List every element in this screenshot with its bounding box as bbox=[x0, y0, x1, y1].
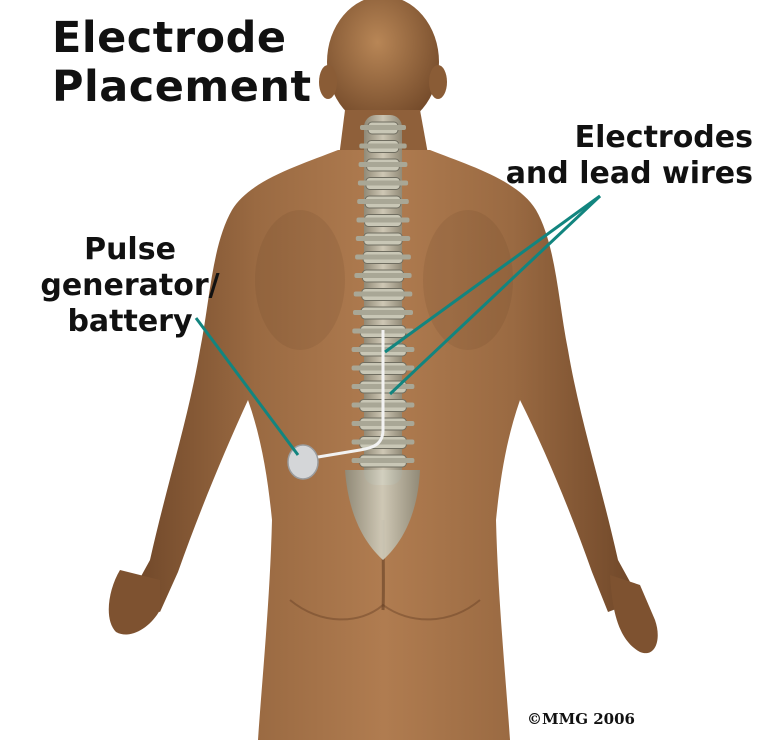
transverse-process bbox=[359, 144, 406, 149]
right-ear bbox=[429, 65, 447, 99]
title-line-2: Placement bbox=[52, 63, 312, 112]
pulse-label-line-3: battery bbox=[10, 304, 250, 340]
electrodes-label-line-2: and lead wires bbox=[463, 156, 753, 192]
copyright-notice: ©MMG 2006 bbox=[527, 710, 635, 728]
diagram-title: Electrode Placement bbox=[52, 14, 312, 112]
pulse-label-line-1: Pulse bbox=[10, 232, 250, 268]
transverse-process bbox=[354, 292, 413, 297]
transverse-process bbox=[357, 199, 409, 204]
right-scapula-shade bbox=[423, 210, 513, 350]
pulse-label-line-2: generator/ bbox=[10, 268, 250, 304]
transverse-process bbox=[356, 236, 410, 241]
right-hand bbox=[610, 575, 658, 653]
transverse-process bbox=[357, 218, 410, 223]
transverse-process bbox=[352, 440, 415, 445]
transverse-process bbox=[358, 181, 408, 186]
left-ear bbox=[319, 65, 337, 99]
transverse-process bbox=[359, 162, 408, 167]
electrodes-label: Electrodes and lead wires bbox=[463, 120, 753, 192]
head bbox=[327, 0, 439, 128]
transverse-process bbox=[360, 125, 406, 130]
transverse-process bbox=[355, 255, 411, 260]
transverse-process bbox=[354, 273, 411, 278]
left-scapula-shade bbox=[255, 210, 345, 350]
left-hand bbox=[109, 570, 160, 635]
electrodes-label-line-1: Electrodes bbox=[463, 120, 753, 156]
pulse-generator-label: Pulse generator/ battery bbox=[10, 232, 250, 340]
title-line-1: Electrode bbox=[52, 14, 312, 63]
transverse-process bbox=[352, 458, 415, 463]
transverse-process bbox=[353, 310, 413, 315]
